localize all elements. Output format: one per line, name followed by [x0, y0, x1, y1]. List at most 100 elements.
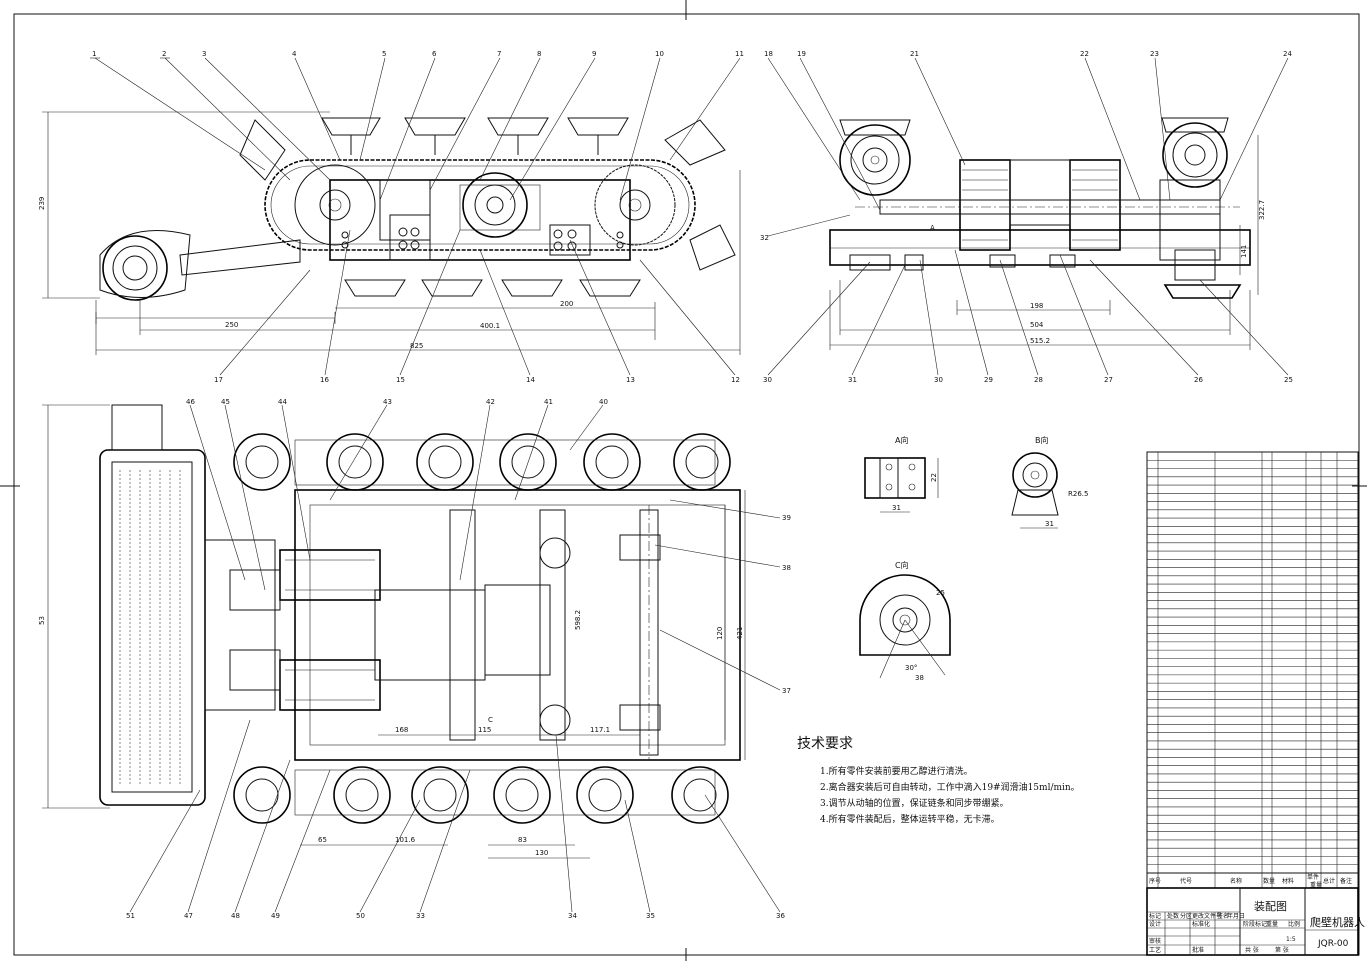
- drawing-scale: 1:5: [1286, 936, 1296, 943]
- detail-view-c: C向 30° 38 25: [859, 560, 951, 682]
- balloon-21: 21: [910, 50, 919, 58]
- bom-header-weight: 重量: [1310, 881, 1322, 889]
- dim-825: 825: [410, 342, 423, 350]
- dim-83: 83: [518, 836, 527, 844]
- tb-label-change-doc: 更改文件号: [1192, 912, 1222, 920]
- balloon-30b: 30: [934, 376, 943, 384]
- front-view-balloons: 1 2 3 4 5 6 7 8 9 10 11 17 16 15 14 13 1…: [92, 50, 744, 384]
- bom-header-code: 代号: [1180, 877, 1192, 885]
- dim-198: 198: [1030, 302, 1043, 310]
- dim-53: 598.2: [574, 610, 582, 630]
- dim-141: 141: [1240, 245, 1248, 258]
- balloon-23: 23: [1150, 50, 1159, 58]
- side-view: 198 504 515.2 141 322.7 18 19 21 22 23 2…: [760, 50, 1293, 384]
- side-view-balloons: 18 19 21 22 23 24 32 30 31 30 29 28 27 2…: [760, 50, 1293, 384]
- balloon-40: 40: [599, 398, 608, 406]
- tb-label-weight: 重量: [1266, 920, 1278, 928]
- dim-421: 421: [736, 627, 744, 640]
- tb-label-scale: 比例: [1288, 920, 1300, 928]
- dim-598-2: 53: [38, 616, 46, 625]
- balloon-50: 50: [356, 912, 365, 920]
- balloon-17: 17: [214, 376, 223, 384]
- balloon-13: 13: [626, 376, 635, 384]
- title-block: 装配图 爬壁机器人 JQR-00 1:5 标记 处数 分区 更改文件号 签名 年…: [1146, 887, 1365, 956]
- balloon-6: 6: [432, 50, 437, 58]
- tb-label-count: 处数: [1167, 912, 1179, 920]
- balloon-36: 36: [776, 912, 785, 920]
- section-mark-c: C: [488, 716, 493, 724]
- bom-header-unit-weight: 单件: [1307, 873, 1319, 881]
- balloon-1: 1: [92, 50, 96, 58]
- bom-header-name: 名称: [1230, 877, 1242, 885]
- tb-label-date: 年月日: [1227, 912, 1245, 920]
- balloon-24: 24: [1283, 50, 1292, 58]
- view-a-dim-22: 22: [930, 473, 938, 482]
- balloon-47: 47: [184, 912, 193, 920]
- view-c-dim-25: 25: [936, 589, 945, 597]
- tb-label-process: 工艺: [1149, 946, 1161, 954]
- tb-label-zone: 分区: [1180, 912, 1192, 920]
- dim-101-6: 101.6: [395, 836, 416, 844]
- tb-label-total-sheets: 共 张: [1245, 946, 1259, 954]
- plan-view: 53 168 115 117.1 65 101.6 83 130 120 421…: [38, 398, 791, 920]
- balloon-28: 28: [1034, 376, 1043, 384]
- balloon-33: 33: [416, 912, 425, 920]
- balloon-44: 44: [278, 398, 287, 406]
- tb-label-mark: 标记: [1149, 912, 1161, 920]
- balloon-27: 27: [1104, 376, 1113, 384]
- balloon-11: 11: [735, 50, 744, 58]
- dim-504: 504: [1030, 321, 1044, 329]
- detail-view-b: B向 31 R26.5: [1011, 435, 1088, 529]
- balloon-46: 46: [186, 398, 195, 406]
- product-name: 爬壁机器人: [1310, 915, 1365, 929]
- requirement-4: 4.所有零件装配后，整体运转平稳，无卡滞。: [820, 813, 1000, 825]
- dim-322-7: 322.7: [1258, 200, 1266, 220]
- drawing-type: 装配图: [1254, 900, 1287, 913]
- section-mark-a: A: [930, 224, 935, 232]
- dim-65: 65: [318, 836, 327, 844]
- balloon-26: 26: [1194, 376, 1203, 384]
- balloon-16: 16: [320, 376, 329, 384]
- detail-view-a: A向 31 22: [864, 435, 939, 513]
- bom-header-material: 材料: [1282, 877, 1294, 885]
- balloon-43: 43: [383, 398, 392, 406]
- view-b-dim-31: 31: [1045, 520, 1054, 528]
- view-a-dim-31: 31: [892, 504, 901, 512]
- view-c-dim-30deg: 30°: [905, 664, 917, 672]
- dim-130: 130: [535, 849, 548, 857]
- technical-requirements: 技术要求 1.所有零件安装前要用乙醇进行清洗。 2.离合器安装后可自由转动，工作…: [797, 736, 1080, 825]
- balloon-38: 38: [782, 564, 791, 572]
- balloon-39: 39: [782, 514, 791, 522]
- balloon-10: 10: [655, 50, 664, 58]
- tb-label-design: 设计: [1149, 920, 1161, 928]
- balloon-14: 14: [526, 376, 535, 384]
- balloon-42: 42: [486, 398, 495, 406]
- view-label-c: C向: [895, 560, 909, 570]
- requirements-title: 技术要求: [797, 736, 853, 752]
- balloon-4: 4: [292, 50, 297, 58]
- balloon-19: 19: [797, 50, 806, 58]
- tb-label-stage: 阶段标记: [1243, 920, 1267, 928]
- dim-239: 239: [38, 197, 46, 210]
- balloon-22: 22: [1080, 50, 1089, 58]
- tb-label-approve: 批准: [1192, 946, 1204, 954]
- dim-168: 168: [395, 726, 408, 734]
- balloon-15: 15: [396, 376, 405, 384]
- requirement-1: 1.所有零件安装前要用乙醇进行清洗。: [820, 765, 973, 777]
- balloon-37: 37: [782, 687, 791, 695]
- balloon-41: 41: [544, 398, 553, 406]
- bom-header-total: 总计: [1323, 877, 1335, 885]
- bill-of-materials: 序号 代号 名称 数量 材料 单件 重量 总计 备注: [1146, 451, 1359, 889]
- balloon-5: 5: [382, 50, 386, 58]
- balloon-51: 51: [126, 912, 135, 920]
- tb-label-sheet-no: 第 张: [1275, 946, 1289, 954]
- tb-label-review: 审核: [1149, 937, 1161, 945]
- dim-250: 250: [225, 321, 238, 329]
- view-label-a: A向: [895, 435, 908, 445]
- balloon-32: 32: [760, 234, 769, 242]
- view-c-dim-38: 38: [915, 674, 924, 682]
- view-b-dim-r26-5: R26.5: [1068, 490, 1088, 498]
- requirement-2: 2.离合器安装后可自由转动，工作中滴入19#润滑油15ml/min。: [820, 781, 1080, 793]
- balloon-7: 7: [497, 50, 501, 58]
